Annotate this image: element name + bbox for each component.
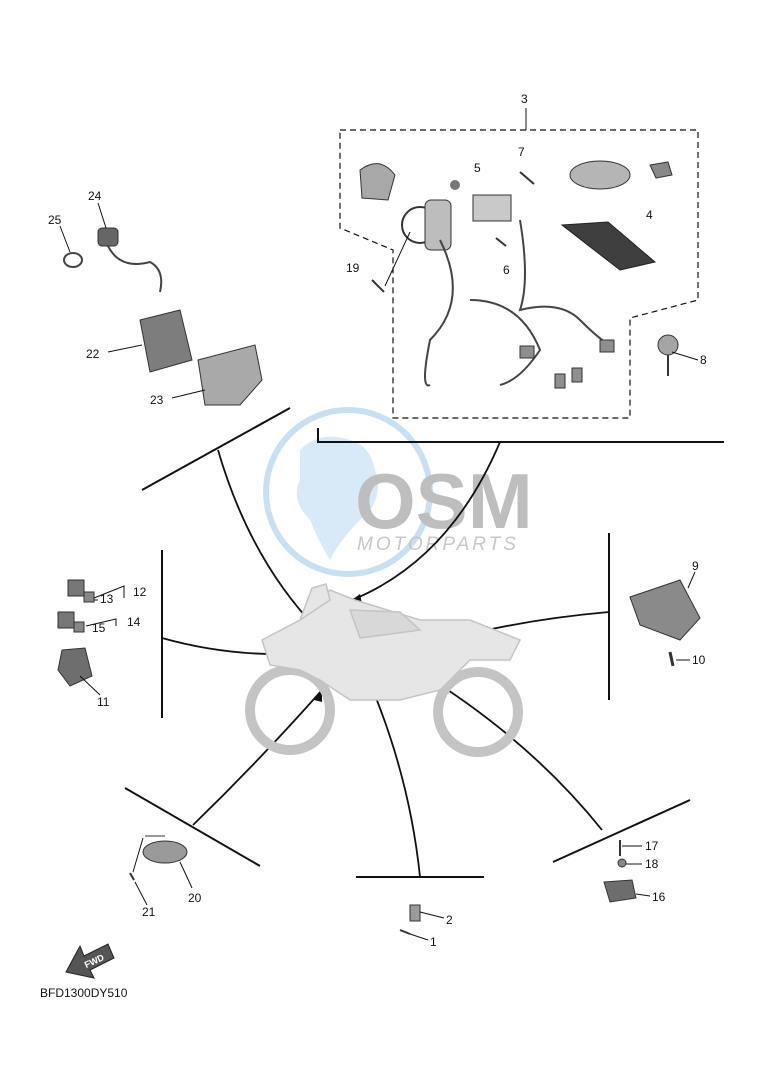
part-fuel-cap	[569, 160, 631, 190]
bracket-bottom-right	[552, 799, 691, 863]
watermark: OSM MOTORPARTS	[263, 407, 533, 577]
leader-8	[671, 351, 699, 361]
part-main-switch-cover	[359, 163, 396, 201]
part-22-ecu	[107, 309, 193, 373]
bike-windscreen	[298, 583, 331, 622]
bracket-bottom-left	[124, 787, 261, 867]
watermark-globe	[263, 407, 433, 577]
bike-body	[261, 589, 522, 701]
bracket-top-right	[317, 428, 724, 443]
part-wire-harness	[424, 219, 611, 387]
callout-22: 22	[86, 347, 100, 361]
rear-wheel	[433, 667, 523, 757]
fwd-arrow: FWD	[65, 943, 115, 979]
callout-6: 6	[503, 263, 510, 277]
watermark-subtitle: MOTORPARTS	[357, 534, 519, 555]
part-12-13-relay	[67, 579, 125, 603]
callout-18: 18	[645, 857, 659, 871]
callout-24: 24	[88, 189, 102, 203]
part-19-screw	[371, 279, 385, 293]
callout-2: 2	[446, 913, 453, 927]
callout-8: 8	[700, 353, 707, 367]
arrow-bottom-center	[371, 687, 421, 878]
callout-20: 20	[188, 891, 202, 905]
leader-22	[107, 344, 143, 353]
part-connectors	[519, 339, 615, 389]
part-17-screw	[619, 840, 642, 856]
leader-11	[79, 675, 101, 696]
leader-9	[687, 571, 696, 589]
callout-5: 5	[474, 161, 481, 175]
part-14-15-relay	[57, 611, 117, 633]
callout-12: 12	[133, 585, 147, 599]
leader-19	[384, 231, 411, 287]
callout-17: 17	[645, 839, 659, 853]
part-clip	[649, 161, 673, 179]
leader-25	[59, 225, 71, 253]
part-5-unit	[472, 194, 512, 222]
leader-21	[134, 881, 148, 906]
arrow-top-right	[351, 441, 501, 601]
callout-13: 13	[100, 592, 114, 606]
part-23-bracket	[171, 344, 263, 406]
part-6-screw	[495, 237, 507, 247]
diagram-code: BFD1300DY510	[40, 986, 128, 1000]
leader-1	[409, 933, 429, 941]
front-wheel	[245, 665, 335, 755]
callout-4: 4	[646, 208, 653, 222]
arrow-bottom-left	[192, 689, 323, 826]
bike-tank	[348, 609, 422, 639]
part-11-unit	[57, 647, 101, 696]
part-20-sensor	[142, 835, 193, 889]
callout-15: 15	[92, 621, 106, 635]
callout-23: 23	[150, 393, 164, 407]
callout-21: 21	[142, 905, 156, 919]
callout-11: 11	[97, 695, 110, 709]
part-16-switch	[603, 879, 651, 903]
arrow-right	[477, 611, 610, 633]
arrow-top-left	[217, 449, 319, 631]
leader-23	[171, 389, 206, 399]
callout-9: 9	[692, 559, 699, 573]
part-3-components	[359, 160, 673, 389]
part-main-switch	[401, 180, 460, 251]
callout-1: 1	[430, 935, 437, 949]
callout-25: 25	[48, 213, 62, 227]
leader-24	[97, 202, 107, 229]
leader-14	[85, 618, 117, 627]
leader-21b	[132, 837, 144, 873]
part-7-screw	[519, 171, 535, 185]
leader-16	[635, 893, 651, 897]
part-10-screw	[668, 651, 690, 667]
bracket-top-left	[141, 407, 291, 491]
callout-7: 7	[518, 145, 525, 159]
part-21-screw	[129, 837, 148, 906]
part-9-module	[629, 571, 701, 641]
leader-12	[93, 585, 125, 599]
leader-2	[419, 911, 445, 919]
callout-10: 10	[692, 653, 706, 667]
callout-16: 16	[652, 890, 666, 904]
leader-20	[179, 861, 193, 889]
callout-19: 19	[346, 261, 360, 275]
callout-labels: 3 4 5 6 7 8 19 24 25 22 23 12 13 14 15 1…	[48, 92, 707, 949]
callout-3: 3	[521, 92, 528, 106]
motorcycle-illustration	[245, 583, 523, 757]
part-1-screw	[399, 929, 429, 941]
part-2-sensor	[409, 904, 445, 922]
part-4-seat-lock	[560, 221, 657, 271]
part-24-sensor	[97, 202, 163, 293]
watermark-logo: OSM	[355, 457, 533, 545]
part-18-washer	[617, 858, 642, 868]
group-3-boundary	[339, 129, 699, 419]
arrow-head	[314, 690, 322, 702]
part-8-key	[657, 334, 699, 376]
part-25-ring	[59, 225, 83, 268]
watermark-continents	[296, 436, 378, 560]
callout-14: 14	[127, 615, 141, 629]
